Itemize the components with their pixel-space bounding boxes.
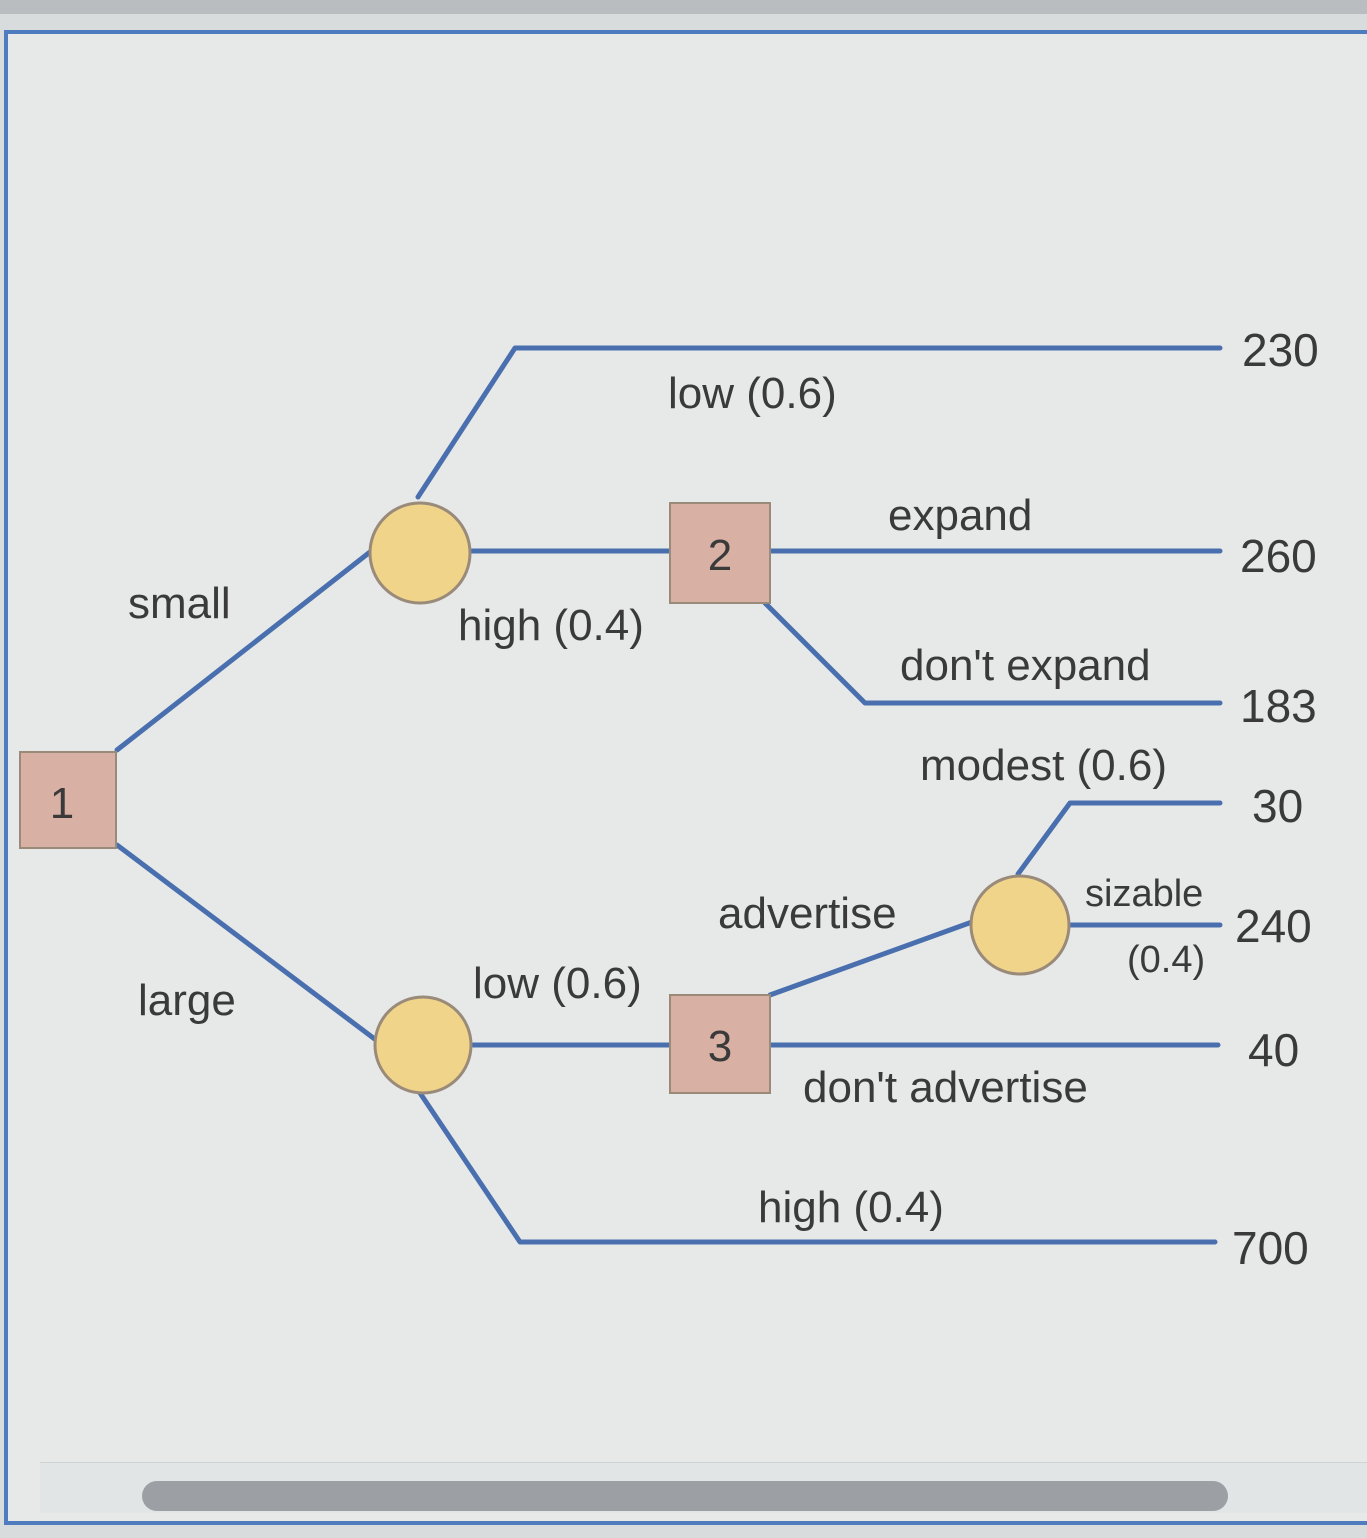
branch-small (114, 549, 373, 753)
branch-large (114, 842, 379, 1043)
chance-node-large (373, 995, 473, 1095)
payoff-dont-expand: 183 (1240, 680, 1317, 732)
label-sizable: sizable (1085, 873, 1203, 915)
diagram-panel (4, 30, 1367, 1525)
branch-dont-expand (762, 600, 1223, 706)
label-small-high: high (0.4) (458, 601, 644, 650)
label-sizable-prob: (0.4) (1127, 939, 1205, 981)
payoff-modest: 30 (1252, 780, 1303, 832)
chance-node-small (368, 501, 472, 605)
label-small-low: low (0.6) (668, 369, 837, 418)
label-large-low: low (0.6) (473, 959, 642, 1008)
decision-node-1: 1 (19, 751, 117, 849)
decision-node-2: 2 (669, 502, 771, 604)
label-dont-advertise: don't advertise (803, 1063, 1088, 1112)
label-large-high: high (0.4) (758, 1183, 944, 1232)
payoff-sizable: 240 (1235, 900, 1312, 952)
horizontal-scrollbar-thumb[interactable] (142, 1481, 1228, 1511)
label-modest: modest (0.6) (920, 741, 1167, 790)
label-large: large (138, 976, 236, 1025)
branch-modest (1015, 800, 1223, 877)
chance-node-advertise (969, 874, 1071, 976)
label-dont-expand: don't expand (900, 641, 1151, 690)
label-advertise: advertise (718, 889, 897, 938)
payoff-expand: 260 (1240, 530, 1317, 582)
branch-advertise (767, 919, 975, 998)
decision-node-3-label: 3 (708, 1022, 732, 1071)
branch-small-low (415, 345, 1223, 500)
payoff-dont-advertise: 40 (1248, 1024, 1299, 1076)
payoff-large-high: 700 (1232, 1222, 1309, 1274)
payoff-small-low: 230 (1242, 324, 1319, 376)
decision-node-3: 3 (669, 994, 771, 1094)
label-expand: expand (888, 491, 1032, 540)
window-top-edge (0, 0, 1367, 14)
decision-node-1-label: 1 (50, 779, 74, 828)
decision-node-2-label: 2 (708, 531, 732, 580)
branch-large-high (417, 1090, 1218, 1245)
label-small: small (128, 579, 231, 628)
